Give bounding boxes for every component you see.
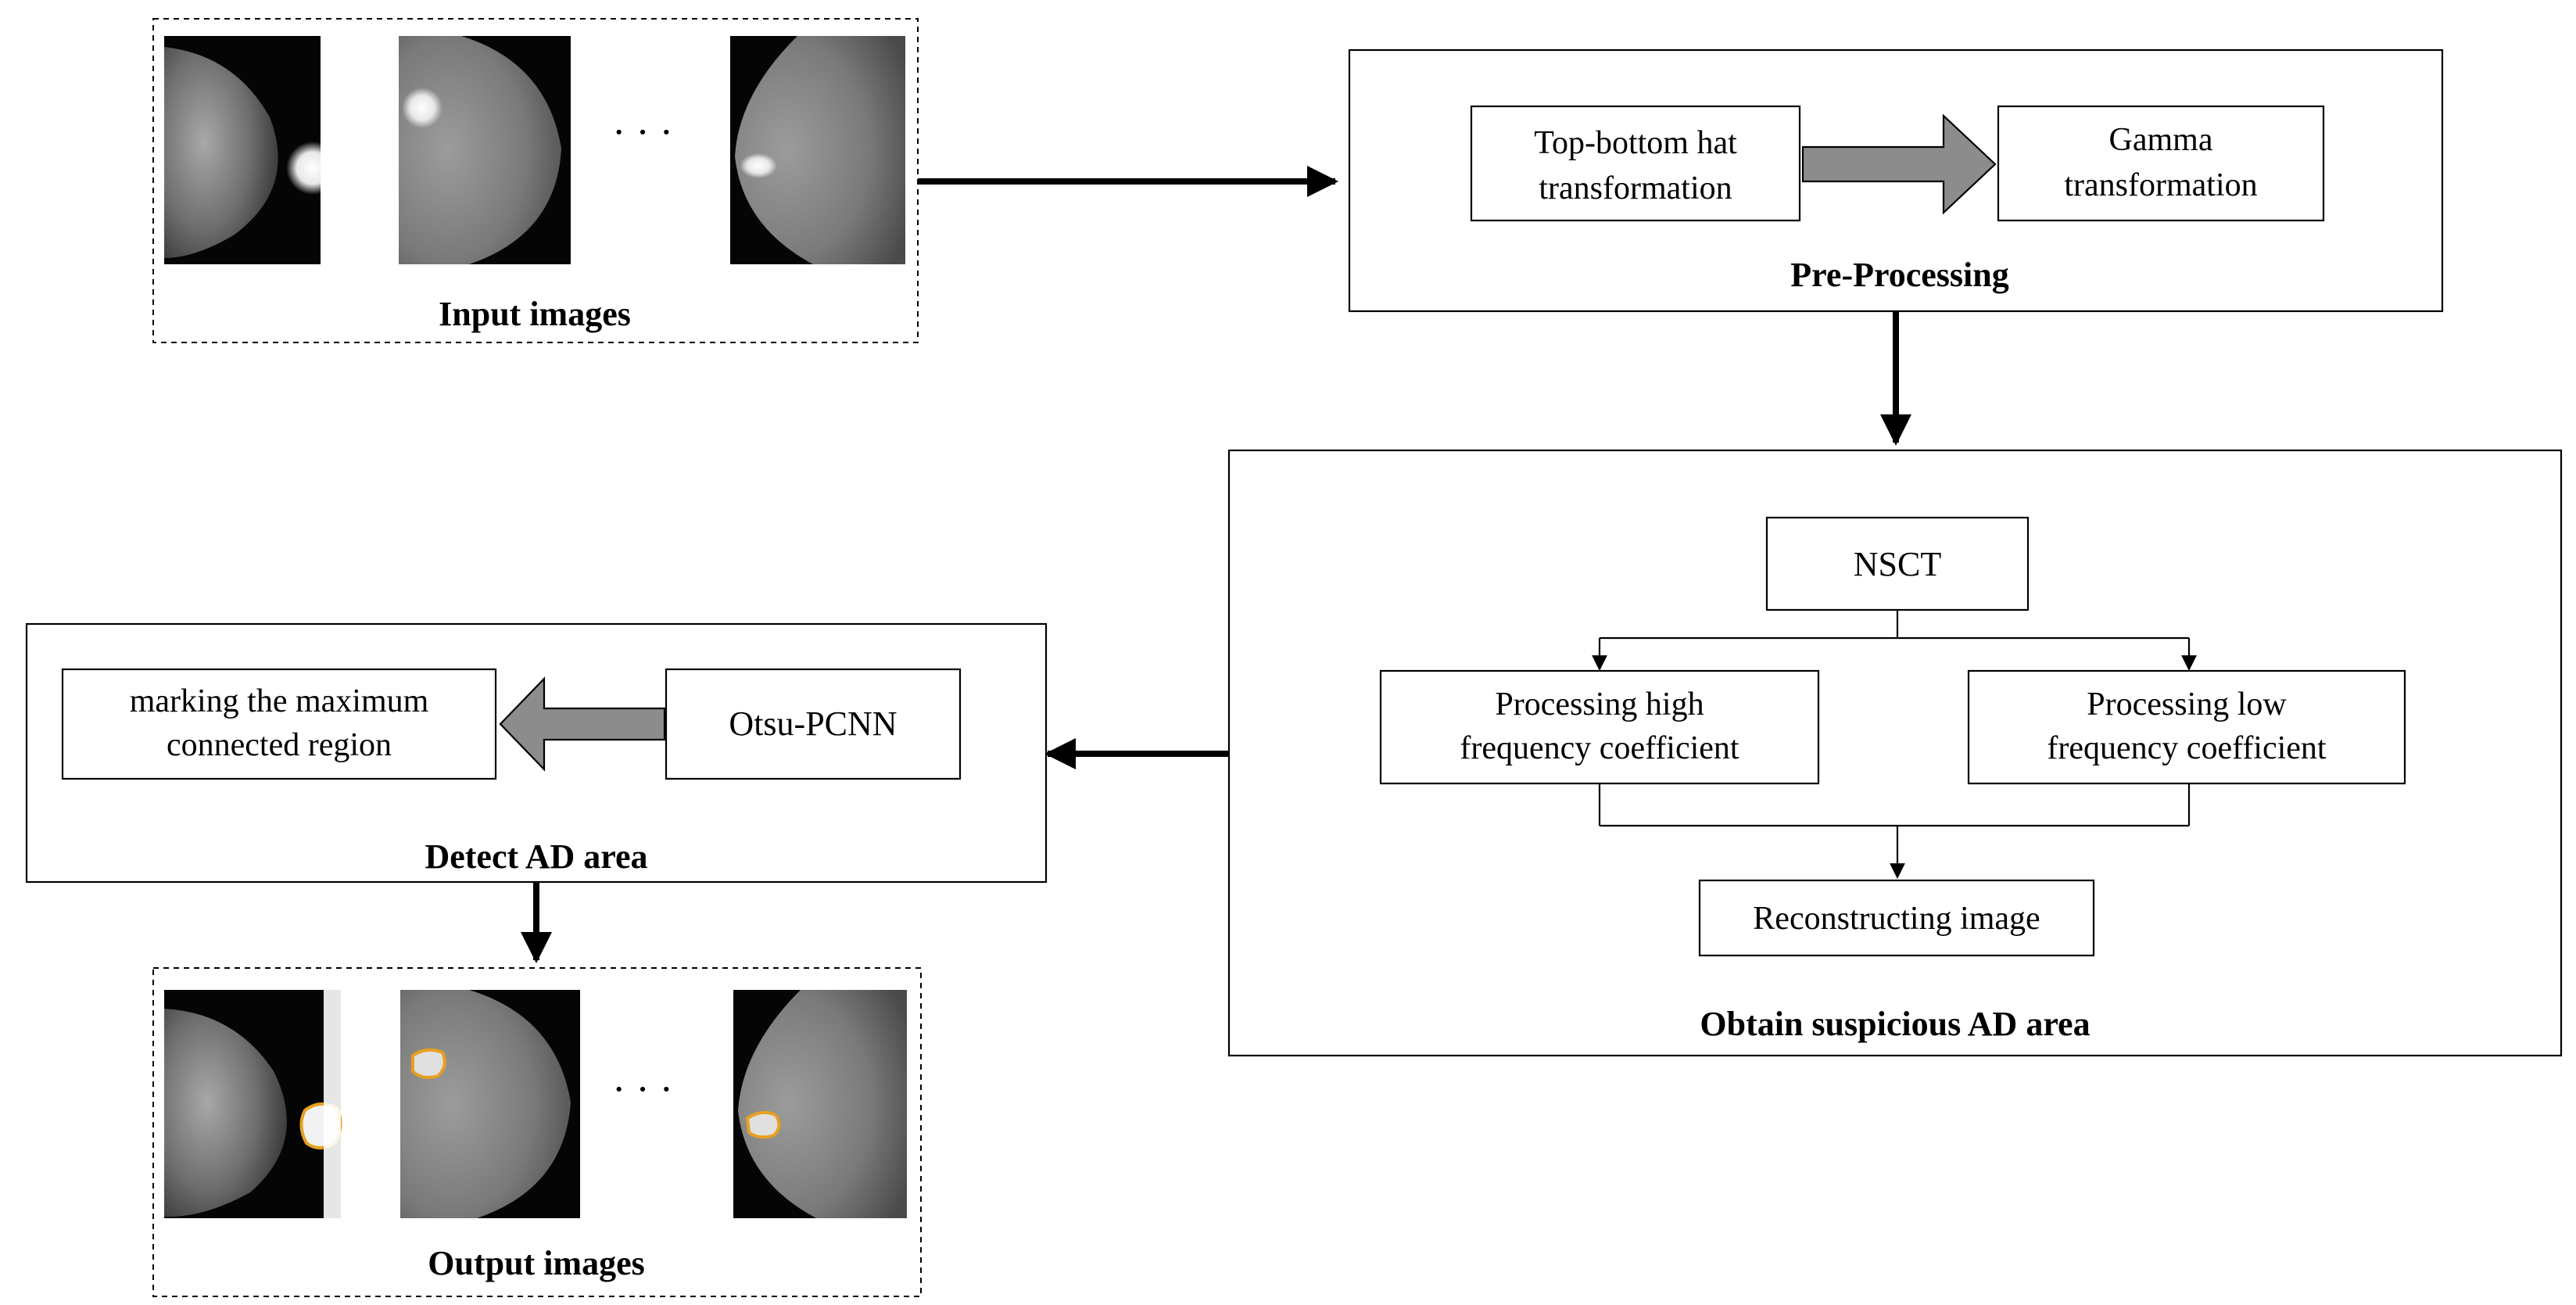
- output-images-group: · · · Output images: [152, 967, 922, 1297]
- block-arrow-hat-to-gamma: [1801, 113, 1997, 215]
- block-arrow-otsu-to-marking: [499, 676, 666, 772]
- gamma-label-line2: transformation: [2064, 167, 2257, 203]
- input-mammogram-2: [399, 36, 571, 264]
- top-bottom-hat-label-line2: transformation: [1539, 170, 1732, 206]
- low-frequency-box: [1967, 669, 2406, 785]
- output-mammogram-3: [733, 990, 907, 1218]
- reconstructing-label: Reconstructing image: [1753, 901, 2040, 937]
- nsct-label: NSCT: [1854, 545, 1942, 583]
- high-frequency-label-line1: Processing high: [1495, 687, 1704, 722]
- low-frequency-label-line2: frequency coefficient: [2047, 730, 2327, 766]
- output-images-caption: Output images: [428, 1244, 644, 1282]
- output-mammogram-2: [400, 990, 580, 1218]
- input-ellipsis: · · ·: [612, 110, 673, 155]
- input-images-caption: Input images: [439, 295, 631, 333]
- suspicious-area-group: NSCT Processing high frequency coefficie…: [1227, 449, 2563, 1057]
- pre-processing-caption: Pre-Processing: [1790, 256, 2008, 294]
- top-bottom-hat-box: [1470, 105, 1801, 222]
- output-ellipsis: · · ·: [612, 1067, 673, 1112]
- suspicious-area-caption: Obtain suspicious AD area: [1700, 1005, 2090, 1043]
- input-images-group: · · · Input images: [152, 18, 919, 343]
- marking-region-box: [61, 668, 497, 780]
- input-mammogram-3: [730, 36, 905, 264]
- top-bottom-hat-label-line1: Top-bottom hat: [1534, 125, 1737, 161]
- reconstructing-box: [1698, 879, 2095, 957]
- otsu-pcnn-label: Otsu-PCNN: [729, 704, 897, 743]
- pre-processing-group: Top-bottom hat transformation Gamma tran…: [1348, 48, 2444, 313]
- high-frequency-label-line2: frequency coefficient: [1460, 730, 1739, 766]
- output-mammogram-1: [164, 990, 342, 1218]
- detect-area-caption: Detect AD area: [425, 837, 647, 876]
- input-mammogram-1: [164, 36, 339, 264]
- marking-region-label-line1: marking the maximum: [130, 683, 429, 719]
- detect-area-group: marking the maximum connected region Ots…: [25, 622, 1048, 884]
- otsu-pcnn-box: [665, 668, 962, 780]
- high-frequency-box: [1379, 669, 1820, 785]
- nsct-box: [1765, 516, 2030, 611]
- gamma-box: [1997, 105, 2325, 222]
- low-frequency-label-line1: Processing low: [2087, 687, 2287, 722]
- marking-region-label-line2: connected region: [167, 727, 392, 763]
- gamma-label-line1: Gamma: [2109, 122, 2213, 158]
